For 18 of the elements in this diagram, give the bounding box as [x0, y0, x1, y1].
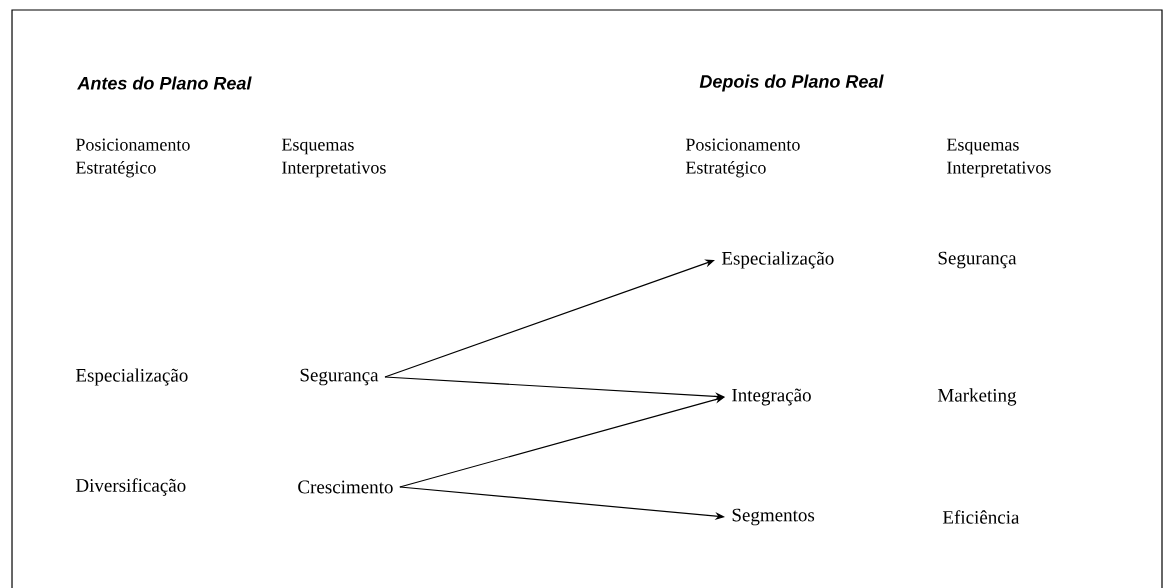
section-heading: Depois do Plano Real [699, 74, 884, 92]
column-heading: Posicionamento Estratégico [685, 138, 800, 178]
text-label: Segurança [938, 251, 1017, 269]
arrow [399, 395, 725, 488]
column-heading: Esquemas Interpretativos [946, 138, 1051, 178]
column-heading: Esquemas Interpretativos [281, 138, 386, 178]
text-label: Crescimento [298, 480, 393, 494]
section-heading: Antes do Plano Real [77, 76, 252, 90]
arrow [384, 259, 715, 378]
text-label: Especialização [75, 368, 188, 386]
text-label: Segurança [300, 368, 379, 386]
text-label: Marketing [937, 388, 1017, 406]
text-label: Eficiência [942, 510, 1020, 524]
text-label: Segmentos [732, 508, 815, 526]
column-heading: Posicionamento Estratégico [75, 138, 190, 178]
text-label: Integração [732, 388, 811, 406]
text-label: Diversificação [75, 478, 186, 496]
text-label: Especialização [721, 251, 834, 269]
